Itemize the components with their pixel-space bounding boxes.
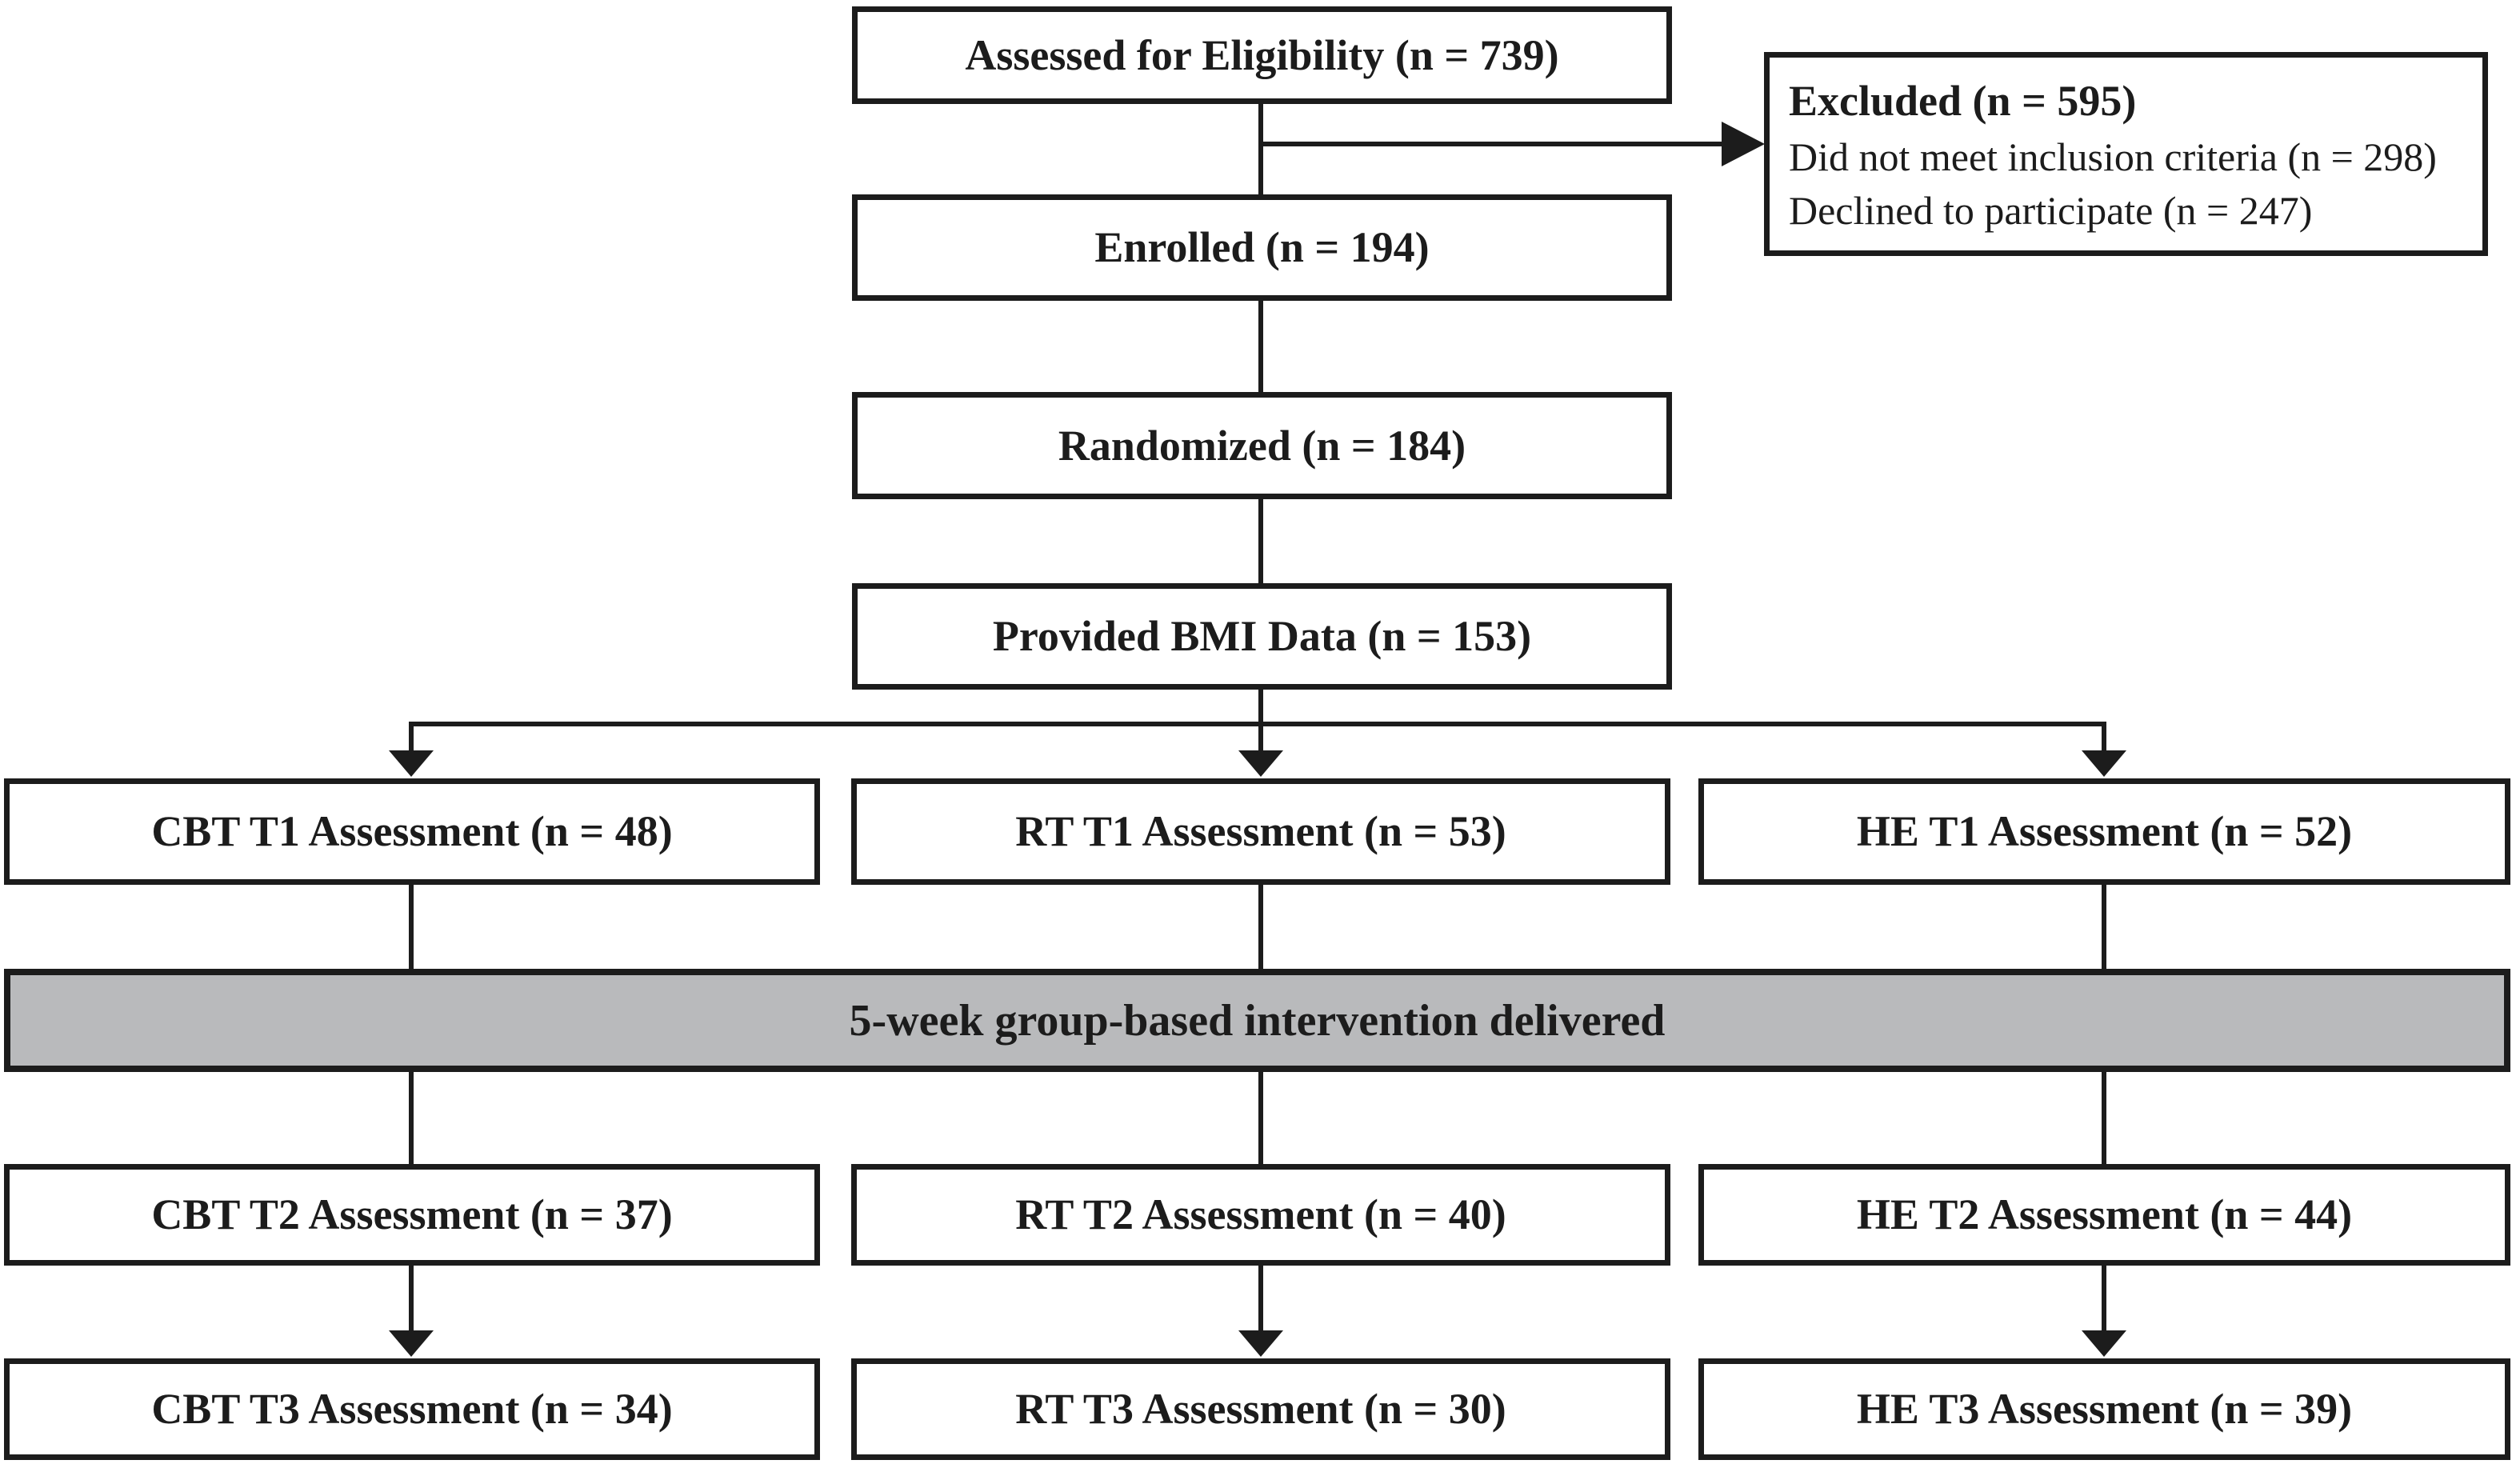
intervention-band: 5-week group-based intervention delivere…: [4, 969, 2510, 1072]
box-he-t1-assessment: HE T1 Assessment (n = 52): [1698, 778, 2510, 885]
box-assessed-label: Assessed for Eligibility (n = 739): [965, 30, 1559, 79]
arrowhead-t1-he: [2082, 750, 2126, 777]
arrowhead-t1-cbt: [389, 750, 434, 777]
excluded-reason: Did not meet inclusion criteria (n = 298…: [1789, 134, 2437, 179]
box-enrolled-label: Enrolled (n = 194): [1094, 223, 1430, 272]
arrowhead-t1-rt: [1238, 750, 1283, 777]
box-randomized-label: Randomized (n = 184): [1058, 421, 1466, 470]
box-t3-cbt-label: CBT T3 Assessment (n = 34): [151, 1385, 673, 1434]
excluded-title: Excluded (n = 595): [1789, 77, 2137, 125]
box-t1-he-label: HE T1 Assessment (n = 52): [1856, 807, 2353, 856]
arrowhead-t3-cbt: [389, 1330, 434, 1357]
box-rt-t3-assessment: RT T3 Assessment (n = 30): [851, 1358, 1670, 1460]
intervention-band-label: 5-week group-based intervention delivere…: [849, 995, 1666, 1046]
box-t2-cbt-label: CBT T2 Assessment (n = 37): [151, 1190, 673, 1239]
box-t1-rt-label: RT T1 Assessment (n = 53): [1015, 807, 1506, 856]
arrowhead-excluded: [1722, 122, 1765, 166]
arrowhead-t3-he: [2082, 1330, 2126, 1357]
box-t2-rt-label: RT T2 Assessment (n = 40): [1015, 1190, 1506, 1239]
box-bmi-label: Provided BMI Data (n = 153): [992, 612, 1532, 661]
box-randomized: Randomized (n = 184): [852, 392, 1672, 499]
box-he-t3-assessment: HE T3 Assessment (n = 39): [1698, 1358, 2510, 1460]
excluded-reason: Declined to participate (n = 247): [1789, 188, 2313, 234]
box-cbt-t2-assessment: CBT T2 Assessment (n = 37): [4, 1164, 820, 1266]
arrowhead-t3-rt: [1238, 1330, 1283, 1357]
box-enrolled: Enrolled (n = 194): [852, 194, 1672, 301]
box-excluded: Excluded (n = 595) Did not meet inclusio…: [1764, 52, 2488, 256]
box-rt-t1-assessment: RT T1 Assessment (n = 53): [851, 778, 1670, 885]
box-he-t2-assessment: HE T2 Assessment (n = 44): [1698, 1164, 2510, 1266]
box-provided-bmi-data: Provided BMI Data (n = 153): [852, 583, 1672, 690]
box-t2-he-label: HE T2 Assessment (n = 44): [1856, 1190, 2353, 1239]
box-cbt-t1-assessment: CBT T1 Assessment (n = 48): [4, 778, 820, 885]
box-cbt-t3-assessment: CBT T3 Assessment (n = 34): [4, 1358, 820, 1460]
box-t3-rt-label: RT T3 Assessment (n = 30): [1015, 1385, 1506, 1434]
box-rt-t2-assessment: RT T2 Assessment (n = 40): [851, 1164, 1670, 1266]
box-t1-cbt-label: CBT T1 Assessment (n = 48): [151, 807, 673, 856]
box-t3-he-label: HE T3 Assessment (n = 39): [1856, 1385, 2353, 1434]
box-assessed-eligibility: Assessed for Eligibility (n = 739): [852, 6, 1672, 104]
